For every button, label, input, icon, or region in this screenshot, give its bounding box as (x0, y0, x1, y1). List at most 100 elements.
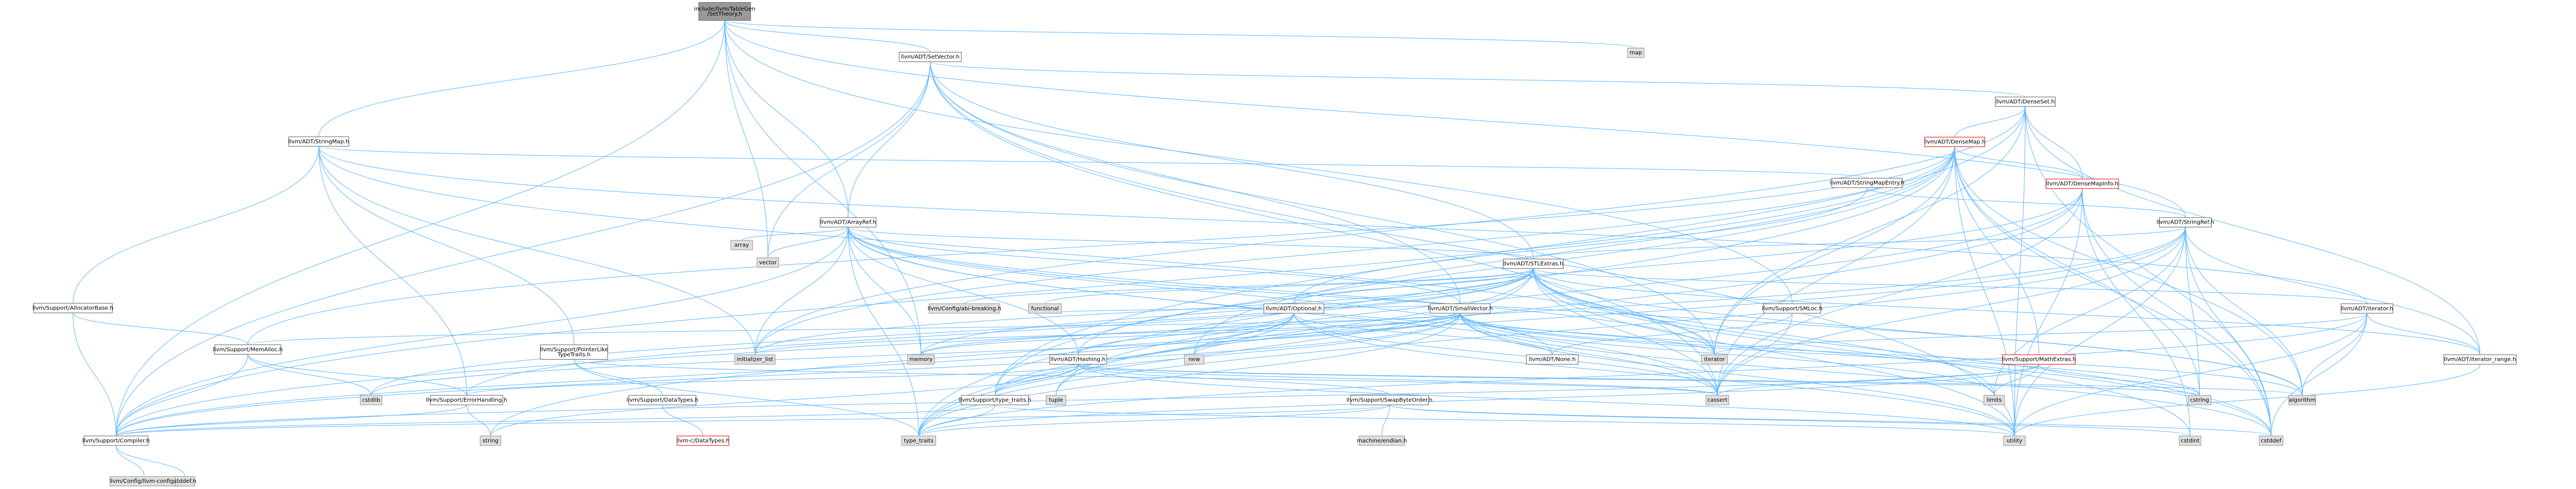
edge-optional-to-compiler (115, 313, 1294, 436)
edge-stlextras-to-algorithm (1533, 268, 2303, 396)
edge-densemap-to-algorithm (1954, 147, 2303, 396)
node-cdatatypes[interactable]: llvm-c/DataTypes.h (676, 435, 729, 446)
node-root[interactable]: include/llvm/TableGen/SetTheory.h (694, 2, 756, 21)
edge-errhandling-to-compiler (115, 404, 467, 437)
node-box (1706, 395, 1730, 405)
edge-smallvector-to-typetraits (995, 313, 1460, 396)
edge-stlextras-to-abibreaking (964, 268, 1534, 304)
node-type_traits: type_traits (901, 435, 936, 446)
node-smloc[interactable]: llvm/Support/SMLoc.h (1762, 303, 1823, 314)
node-label: llvm-c/DataTypes.h (676, 438, 729, 444)
edge-densemapinfo-to-cstddef (2082, 188, 2272, 436)
node-stringmapentry[interactable]: llvm/ADT/StringMapEntry.h (1830, 178, 1905, 188)
node-smallvector_set[interactable]: llvm/ADT/SetVector.h (899, 52, 962, 62)
node-box (698, 2, 751, 21)
edge-optional-to-new (1194, 313, 1294, 355)
edge-swapbyte-to-machendian (1381, 405, 1390, 436)
node-memalloc[interactable]: llvm/Support/MemAlloc.h (213, 344, 283, 355)
edge-smloc-to-none (1552, 313, 1793, 355)
edge-iterator_h-to-type_traits (918, 313, 2368, 436)
edge-root-to-map (724, 20, 1637, 49)
node-label: llvm/Config/abi-breaking.h (928, 306, 1001, 312)
node-smallvector[interactable]: llvm/ADT/SmallVector.h (1428, 303, 1493, 314)
edge-densemap-to-compiler (115, 147, 1955, 436)
edge-densemap-to-densemapinfo (1954, 146, 2083, 180)
edge-arrayref-to-iterator (848, 227, 1715, 355)
edge-iterator_h-to-iterator (1714, 313, 2368, 355)
node-box (1430, 303, 1491, 314)
edge-densemset-to-iterrange (2025, 106, 2481, 355)
node-datatypes[interactable]: llvm/Support/DataTypes.h (626, 395, 698, 405)
node-densemset[interactable]: llvm/ADT/DenseSet.h (1995, 96, 2056, 107)
edge-mathextras-to-limits (1994, 364, 2039, 396)
edge-optional-to-cassert (1293, 313, 1718, 396)
node-label: string (483, 438, 499, 444)
node-label: llvm/ADT/SmallVector.h (1428, 306, 1493, 312)
node-label: llvm/ADT/ArrayRef.h (820, 220, 876, 226)
node-stringmap[interactable]: llvm/ADT/StringMap.h (288, 136, 349, 147)
edge-densemap-to-initlist (754, 147, 1955, 355)
node-label: llvm/ADT/STLExtras.h (1503, 261, 1564, 267)
node-stlextras[interactable]: llvm/ADT/STLExtras.h (1503, 259, 1564, 269)
node-compiler[interactable]: llvm/Support/Compiler.h (82, 435, 150, 446)
edge-smallvector-to-algorithm (1460, 313, 2303, 396)
edge-iterator_h-to-cstddef (2271, 313, 2368, 436)
edge-stringref-to-cstddef (2185, 227, 2272, 436)
node-box (1924, 137, 1985, 147)
node-cassert: cassert (1706, 395, 1730, 405)
edge-stlextras-to-tuple (1055, 268, 1534, 396)
node-mathextras[interactable]: llvm/Support/MathExtras.h (2002, 354, 2076, 365)
node-typetraits[interactable]: llvm/Support/type_traits.h (958, 395, 1031, 405)
edge-mathextras-to-compiler (115, 364, 2039, 437)
node-iterrange[interactable]: llvm/ADT/iterator_range.h (2443, 354, 2517, 365)
edge-stlextras-to-utility (1533, 268, 2015, 436)
edge-densemap-to-iterator (1714, 147, 1955, 355)
node-optional[interactable]: llvm/ADT/Optional.h (1263, 303, 1324, 314)
node-iterator_h[interactable]: llvm/ADT/iterator.h (2341, 303, 2393, 314)
edge-hashing-to-cassert (1078, 364, 1718, 396)
node-label: llvm/Support/MemAlloc.h (213, 347, 283, 353)
edge-stringmap-to-allocbase (72, 146, 319, 304)
edge-stringmapentry-to-stringref (1867, 187, 2186, 218)
node-hashing[interactable]: llvm/ADT/Hashing.h (1049, 354, 1107, 365)
edge-densemapinfo-to-cassert (1717, 188, 2083, 396)
node-box (731, 240, 753, 250)
node-stringref[interactable]: llvm/ADT/StringRef.h (2156, 217, 2214, 227)
node-label: llvm/Support/SwapByteOrder.h (1347, 398, 1433, 404)
edge-stringref-to-algorithm (2185, 227, 2303, 396)
edge-memalloc-to-compiler (115, 354, 249, 436)
node-initlist: initializer_list (734, 354, 776, 365)
edge-stringmap-to-stringmapentry (318, 146, 1868, 178)
node-label: llvm/ADT/iterator_range.h (2444, 357, 2516, 363)
node-label: type_traits (904, 438, 933, 444)
node-label: limits (1986, 398, 2002, 404)
node-iterator: iterator (1701, 354, 1728, 365)
node-none[interactable]: llvm/ADT/None.h (1526, 354, 1579, 365)
node-errhandling[interactable]: llvm/Support/ErrorHandling.h (426, 395, 507, 405)
node-densemap[interactable]: llvm/ADT/DenseMap.h (1924, 137, 1986, 147)
edge-arrayref-to-algorithm (848, 227, 2303, 396)
node-box (1028, 303, 1062, 314)
node-tuple: tuple (1046, 395, 1067, 405)
edge-smallvector-to-limits (1460, 313, 1995, 396)
node-label: llvm/ADT/Hashing.h (1050, 357, 1106, 363)
node-box (1627, 47, 1645, 58)
edge-compiler-to-stddef (115, 445, 186, 477)
node-label: /SetTheory.h (707, 11, 742, 17)
node-label: llvm/Support/AllocatorBase.h (32, 306, 114, 312)
node-swapbyte[interactable]: llvm/Support/SwapByteOrder.h (1347, 395, 1433, 405)
node-allocbase[interactable]: llvm/Support/AllocatorBase.h (32, 303, 114, 313)
node-arrayref[interactable]: llvm/ADT/ArrayRef.h (820, 217, 876, 227)
node-densemapinfo[interactable]: llvm/ADT/DenseMapInfo.h (2046, 178, 2119, 189)
edge-densemap-to-memalloc (247, 147, 1955, 345)
edge-stringmap-to-iterator_h (318, 146, 2368, 304)
edge-densemset-to-densemap (1954, 106, 2026, 138)
node-box (757, 257, 780, 268)
edge-smallvector-to-memalloc (247, 313, 1460, 345)
node-label: llvm/Support/DataTypes.h (626, 398, 698, 404)
edge-smallvector_set-to-stlextras (929, 61, 1534, 259)
node-label: algorithm (2289, 398, 2316, 404)
edge-densemap-to-type_traits (918, 147, 1955, 436)
edge-iterator_h-to-algorithm (2302, 313, 2368, 396)
